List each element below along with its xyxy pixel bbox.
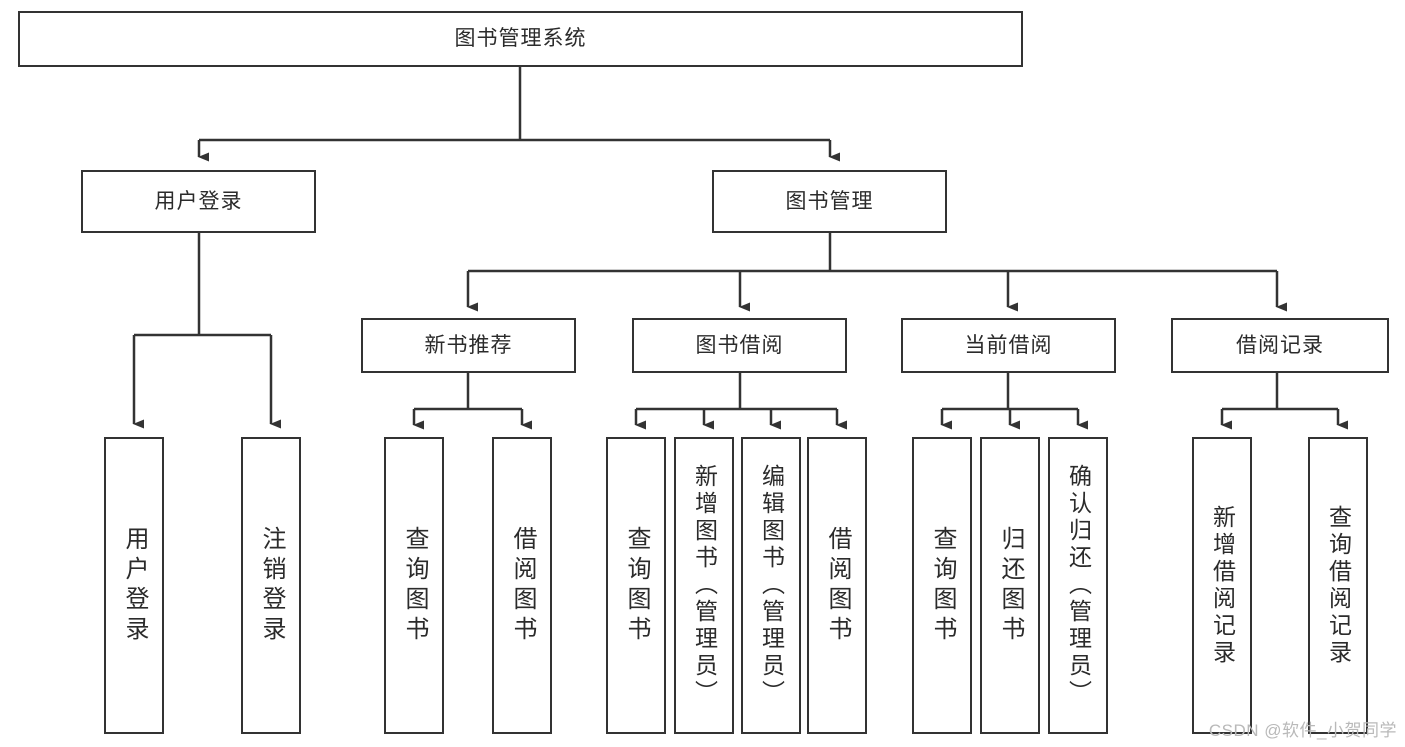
leaf-borrow-record-query[interactable]: 查询借阅记录 xyxy=(1308,437,1368,734)
leaf-label: 新增图书（管理员） xyxy=(691,464,718,707)
leaf-new-book-borrow[interactable]: 借阅图书 xyxy=(492,437,552,734)
leaf-book-borrow-query[interactable]: 查询图书 xyxy=(606,437,666,734)
leaf-borrow-record-add[interactable]: 新增借阅记录 xyxy=(1192,437,1252,734)
node-root-label: 图书管理系统 xyxy=(454,27,587,51)
leaf-label: 查询图书 xyxy=(623,525,650,646)
leaf-label: 注销登录 xyxy=(258,525,285,646)
leaf-book-borrow-add[interactable]: 新增图书（管理员） xyxy=(674,437,734,734)
node-root[interactable]: 图书管理系统 xyxy=(18,11,1023,67)
node-user-login-label: 用户登录 xyxy=(154,189,243,213)
leaf-label: 查询借阅记录 xyxy=(1325,504,1352,667)
node-book-borrow[interactable]: 图书借阅 xyxy=(632,318,847,373)
leaf-user-login-logout[interactable]: 注销登录 xyxy=(241,437,301,734)
leaf-book-borrow-borrow[interactable]: 借阅图书 xyxy=(807,437,867,734)
node-current-borrow[interactable]: 当前借阅 xyxy=(901,318,1116,373)
leaf-label: 归还图书 xyxy=(997,525,1024,646)
leaf-label: 借阅图书 xyxy=(509,525,536,646)
leaf-label: 新增借阅记录 xyxy=(1209,504,1236,667)
leaf-new-book-query[interactable]: 查询图书 xyxy=(384,437,444,734)
leaf-label: 确认归还（管理员） xyxy=(1065,464,1092,707)
node-book-management-label: 图书管理 xyxy=(785,189,874,213)
leaf-current-borrow-query[interactable]: 查询图书 xyxy=(912,437,972,734)
leaf-user-login-login[interactable]: 用户登录 xyxy=(104,437,164,734)
node-user-login[interactable]: 用户登录 xyxy=(81,170,316,233)
leaf-label: 查询图书 xyxy=(929,525,956,646)
leaf-label: 查询图书 xyxy=(401,525,428,646)
node-current-borrow-label: 当前借阅 xyxy=(964,333,1053,357)
leaf-current-borrow-return[interactable]: 归还图书 xyxy=(980,437,1040,734)
node-borrow-record[interactable]: 借阅记录 xyxy=(1171,318,1389,373)
leaf-book-borrow-edit[interactable]: 编辑图书（管理员） xyxy=(741,437,801,734)
leaf-label: 借阅图书 xyxy=(824,525,851,646)
node-new-book-recommend-label: 新书推荐 xyxy=(424,333,513,357)
node-borrow-record-label: 借阅记录 xyxy=(1236,333,1324,357)
leaf-label: 编辑图书（管理员） xyxy=(758,464,785,707)
node-book-management[interactable]: 图书管理 xyxy=(712,170,947,233)
node-book-borrow-label: 图书借阅 xyxy=(695,333,784,357)
node-new-book-recommend[interactable]: 新书推荐 xyxy=(361,318,576,373)
leaf-label: 用户登录 xyxy=(121,525,148,646)
leaf-current-borrow-confirm[interactable]: 确认归还（管理员） xyxy=(1048,437,1108,734)
